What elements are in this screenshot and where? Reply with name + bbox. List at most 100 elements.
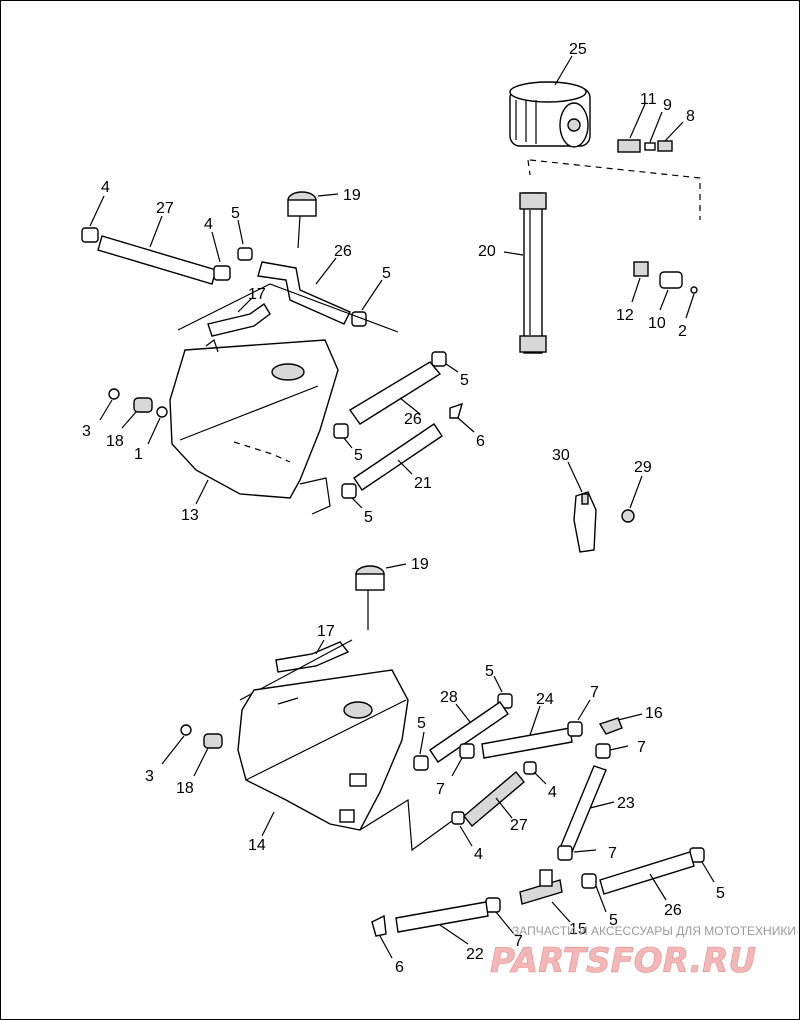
callout-17: 17 bbox=[317, 623, 335, 640]
callout-6: 6 bbox=[476, 433, 485, 450]
callout-7: 7 bbox=[590, 684, 599, 701]
watermark-logo: PARTSFOR.RU bbox=[490, 941, 756, 981]
bracket-30 bbox=[573, 491, 597, 553]
callout-19: 19 bbox=[411, 556, 429, 573]
vent-hose-17-top bbox=[207, 302, 271, 337]
clamp-5-mid-b bbox=[333, 423, 349, 439]
callout-28: 28 bbox=[440, 689, 458, 706]
hose-26-mid bbox=[348, 361, 442, 425]
callout-25: 25 bbox=[569, 41, 587, 58]
callout-13: 13 bbox=[181, 507, 199, 524]
callout-5: 5 bbox=[382, 265, 391, 282]
callout-5: 5 bbox=[231, 205, 240, 222]
nut-29 bbox=[621, 509, 635, 523]
callout-16: 16 bbox=[645, 705, 663, 722]
clamp-5-mid-a bbox=[431, 351, 447, 367]
hose-22 bbox=[395, 901, 489, 933]
hose-27-top bbox=[97, 235, 217, 285]
callout-12: 12 bbox=[616, 307, 634, 324]
nut-3-top bbox=[108, 388, 120, 400]
mount-18-top bbox=[133, 397, 153, 413]
nut-3-bottom bbox=[180, 724, 192, 736]
callout-1: 1 bbox=[134, 446, 143, 463]
hose-21 bbox=[353, 423, 443, 491]
callout-20: 20 bbox=[478, 243, 496, 260]
callout-5: 5 bbox=[460, 372, 469, 389]
clamp-5-top-a bbox=[237, 247, 253, 261]
callout-27: 27 bbox=[510, 817, 528, 834]
callout-23: 23 bbox=[617, 795, 635, 812]
hose-27-bottom bbox=[463, 771, 525, 827]
clamp-7-bottom-a bbox=[567, 721, 583, 737]
callout-21: 21 bbox=[414, 475, 432, 492]
callout-5: 5 bbox=[354, 447, 363, 464]
washer-1 bbox=[156, 406, 168, 418]
callout-30: 30 bbox=[552, 447, 570, 464]
callout-15: 15 bbox=[569, 921, 587, 938]
callout-5: 5 bbox=[609, 912, 618, 929]
elbow-16 bbox=[598, 717, 623, 735]
callout-18: 18 bbox=[106, 433, 124, 450]
oil-tank-14 bbox=[237, 669, 409, 831]
clamp-5-mid-c bbox=[341, 483, 357, 499]
callout-3: 3 bbox=[82, 423, 91, 440]
callout-10: 10 bbox=[648, 315, 666, 332]
callout-6: 6 bbox=[395, 959, 404, 976]
oil-line-fitting-20 bbox=[519, 192, 547, 354]
vent-hose-17-bottom bbox=[275, 641, 350, 673]
clamp-4-top-b bbox=[213, 265, 231, 281]
callout-17: 17 bbox=[248, 286, 266, 303]
clamp-5-bottom-b bbox=[413, 755, 429, 771]
oil-tank-13 bbox=[169, 339, 339, 499]
clamp-4-bottom-a bbox=[523, 761, 537, 775]
callout-7: 7 bbox=[514, 933, 523, 950]
dipstick-19-top bbox=[287, 191, 317, 249]
callout-4: 4 bbox=[204, 216, 213, 233]
hose-23 bbox=[559, 765, 607, 853]
clamp-4-top bbox=[81, 227, 99, 243]
callout-24: 24 bbox=[536, 691, 554, 708]
callout-5: 5 bbox=[716, 885, 725, 902]
tee-15 bbox=[519, 869, 563, 905]
callout-26: 26 bbox=[334, 243, 352, 260]
watermark-tagline: ЗАПЧАСТИ И АКСЕССУАРЫ ДЛЯ МОТОТЕХНИКИ bbox=[512, 924, 796, 938]
callout-14: 14 bbox=[248, 837, 266, 854]
clip-6-top bbox=[449, 402, 464, 419]
clamp-7-bottom-c bbox=[595, 743, 611, 759]
mount-18-bottom bbox=[203, 733, 223, 749]
clamp-7-bottom-e bbox=[485, 897, 501, 913]
callout-19: 19 bbox=[343, 187, 361, 204]
callout-9: 9 bbox=[663, 97, 672, 114]
clamp-5-bottom-d bbox=[581, 873, 597, 889]
hose-26-bottom bbox=[599, 851, 695, 895]
hose-24 bbox=[481, 727, 573, 759]
callout-7: 7 bbox=[608, 845, 617, 862]
callout-5: 5 bbox=[417, 715, 426, 732]
callout-11: 11 bbox=[640, 91, 657, 108]
callout-22: 22 bbox=[466, 946, 484, 963]
clamp-7-bottom-b bbox=[459, 743, 475, 759]
clamp-4-bottom-b bbox=[451, 811, 465, 825]
callout-4: 4 bbox=[474, 846, 483, 863]
callout-4: 4 bbox=[548, 784, 557, 801]
filter-adapter-11-9-8 bbox=[617, 139, 673, 153]
callout-2: 2 bbox=[678, 323, 687, 340]
oil-filter-25 bbox=[509, 81, 591, 148]
callout-7: 7 bbox=[637, 739, 646, 756]
fittings-12-10-2 bbox=[633, 261, 698, 294]
callout-5: 5 bbox=[485, 663, 494, 680]
callout-8: 8 bbox=[686, 108, 695, 125]
callout-4: 4 bbox=[101, 179, 110, 196]
clip-6-bottom bbox=[371, 914, 387, 937]
hose-26-top bbox=[257, 261, 351, 325]
callout-27: 27 bbox=[156, 200, 174, 217]
callout-5: 5 bbox=[364, 509, 373, 526]
callout-26: 26 bbox=[404, 411, 422, 428]
callout-7: 7 bbox=[436, 781, 445, 798]
callout-29: 29 bbox=[634, 459, 652, 476]
callout-18: 18 bbox=[176, 780, 194, 797]
hose-28 bbox=[429, 701, 509, 763]
callout-26: 26 bbox=[664, 902, 682, 919]
clamp-7-bottom-d bbox=[557, 845, 573, 861]
